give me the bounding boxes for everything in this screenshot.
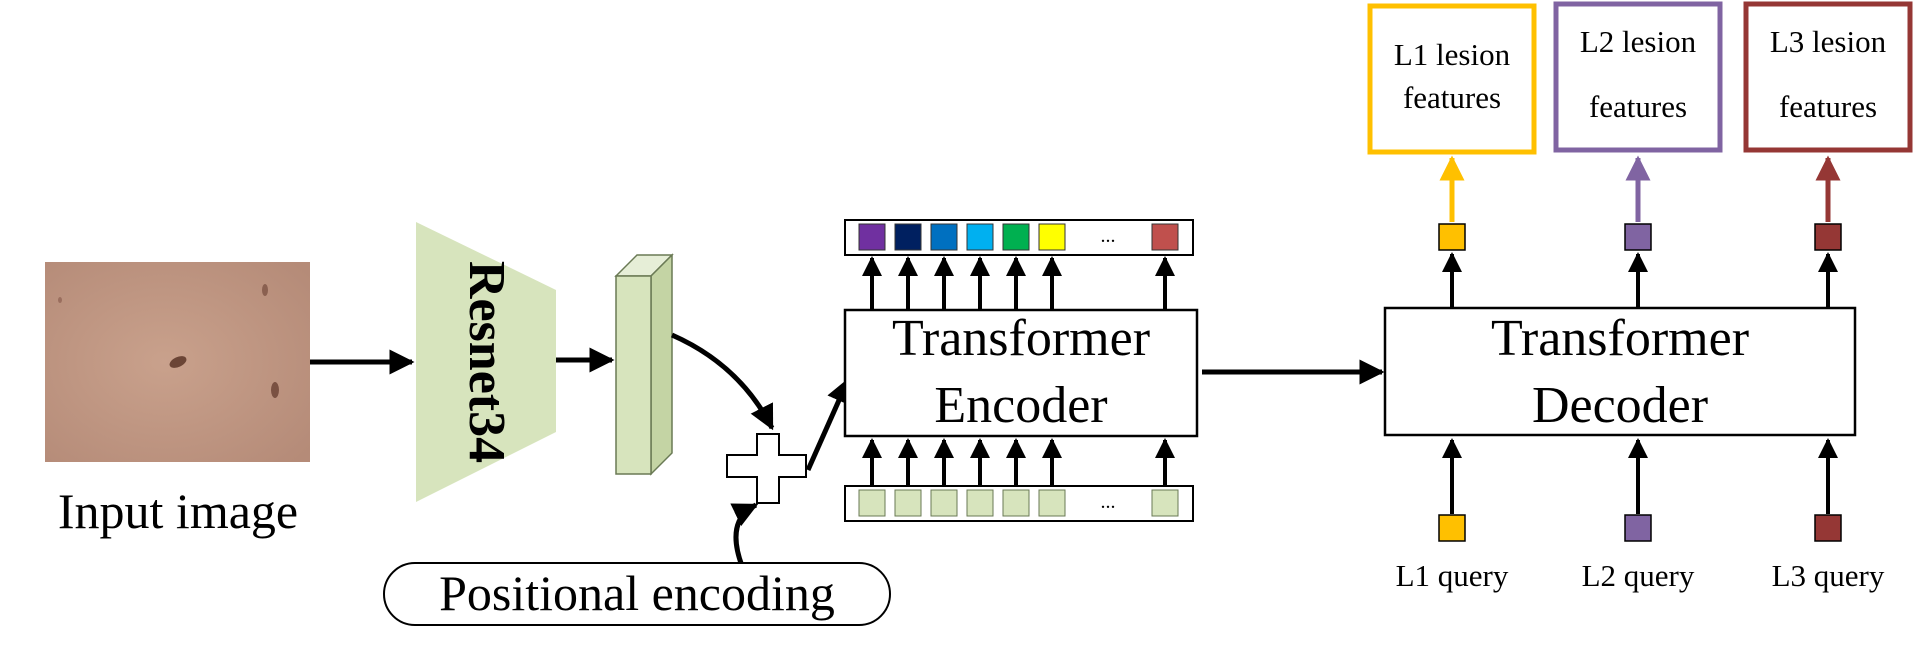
lesion-features-label-line2: features bbox=[1589, 89, 1687, 124]
input-token bbox=[858, 489, 886, 517]
lesion-features-label-line1: L3 lesion bbox=[1770, 24, 1887, 59]
input-token bbox=[894, 489, 922, 517]
encoder-input-token-group bbox=[858, 489, 1179, 517]
query-label: L1 query bbox=[1396, 558, 1509, 593]
input-token bbox=[1151, 489, 1179, 517]
lesion-features-label-line1: L2 lesion bbox=[1580, 24, 1697, 59]
input-token bbox=[1002, 489, 1030, 517]
encoder-label-line1: Transformer bbox=[892, 310, 1150, 367]
decoder-label-line2: Decoder bbox=[1532, 377, 1708, 434]
query-token bbox=[1624, 514, 1652, 542]
decoder-output-token bbox=[1438, 223, 1466, 251]
head-L2: L2 lesion features L2 query bbox=[1553, 1, 1723, 593]
feature-map bbox=[614, 253, 674, 476]
decoder-output-token bbox=[1624, 223, 1652, 251]
head-L1: L1 lesion features L1 query bbox=[1367, 3, 1537, 593]
input-image-label: Input image bbox=[58, 483, 298, 539]
backbone-block bbox=[416, 222, 556, 502]
query-label: L2 query bbox=[1582, 558, 1695, 593]
lesion-features-label-line1: L1 lesion bbox=[1394, 37, 1511, 72]
head-L3: L3 lesion features L3 query bbox=[1743, 1, 1913, 593]
lesion-spot bbox=[169, 356, 187, 368]
lesion-features-box bbox=[1367, 3, 1537, 155]
lesion-features-box bbox=[1553, 1, 1723, 153]
decoder-heads: L1 lesion features L1 query L2 lesion featur… bbox=[1367, 1, 1913, 593]
positional-encoding-label: Positional encoding bbox=[439, 565, 835, 621]
encoder-output-arrows bbox=[862, 256, 1175, 310]
input-token bbox=[930, 489, 958, 517]
input-token bbox=[966, 489, 994, 517]
input-image bbox=[45, 262, 310, 462]
encoder-input-arrows bbox=[862, 438, 1175, 486]
positional-encoding-box bbox=[383, 562, 891, 626]
arrow-sum-to-encoder bbox=[805, 377, 851, 472]
output-token bbox=[966, 223, 994, 251]
decoder-label-line1: Transformer bbox=[1491, 310, 1749, 367]
input-token bbox=[1038, 489, 1066, 517]
decoder-block bbox=[1383, 306, 1857, 437]
encoder-output-token-group bbox=[858, 223, 1179, 251]
sum-plus-icon bbox=[726, 433, 807, 504]
output-token bbox=[858, 223, 886, 251]
lesion-features-label-line2: features bbox=[1779, 89, 1877, 124]
output-token bbox=[1038, 223, 1066, 251]
output-token bbox=[1151, 223, 1179, 251]
lesion-spot bbox=[58, 297, 62, 303]
query-label: L3 query bbox=[1772, 558, 1885, 593]
output-token bbox=[930, 223, 958, 251]
output-token bbox=[894, 223, 922, 251]
lesion-spot bbox=[262, 284, 268, 296]
encoder-output-ellipsis: ... bbox=[1101, 225, 1116, 247]
query-token bbox=[1438, 514, 1466, 542]
encoder-input-ellipsis: ... bbox=[1101, 491, 1116, 513]
lesion-features-label-line2: features bbox=[1403, 80, 1501, 115]
arrow-feature-map-to-sum bbox=[670, 332, 775, 431]
backbone-label: Resnet34 bbox=[458, 261, 515, 463]
lesion-features-box bbox=[1743, 1, 1913, 153]
query-token bbox=[1814, 514, 1842, 542]
output-token bbox=[1002, 223, 1030, 251]
arrow-positional-to-sum bbox=[730, 502, 759, 567]
encoder-block bbox=[843, 308, 1199, 438]
lesion-spot bbox=[271, 382, 279, 398]
decoder-output-token bbox=[1814, 223, 1842, 251]
encoder-label-line2: Encoder bbox=[934, 377, 1107, 434]
